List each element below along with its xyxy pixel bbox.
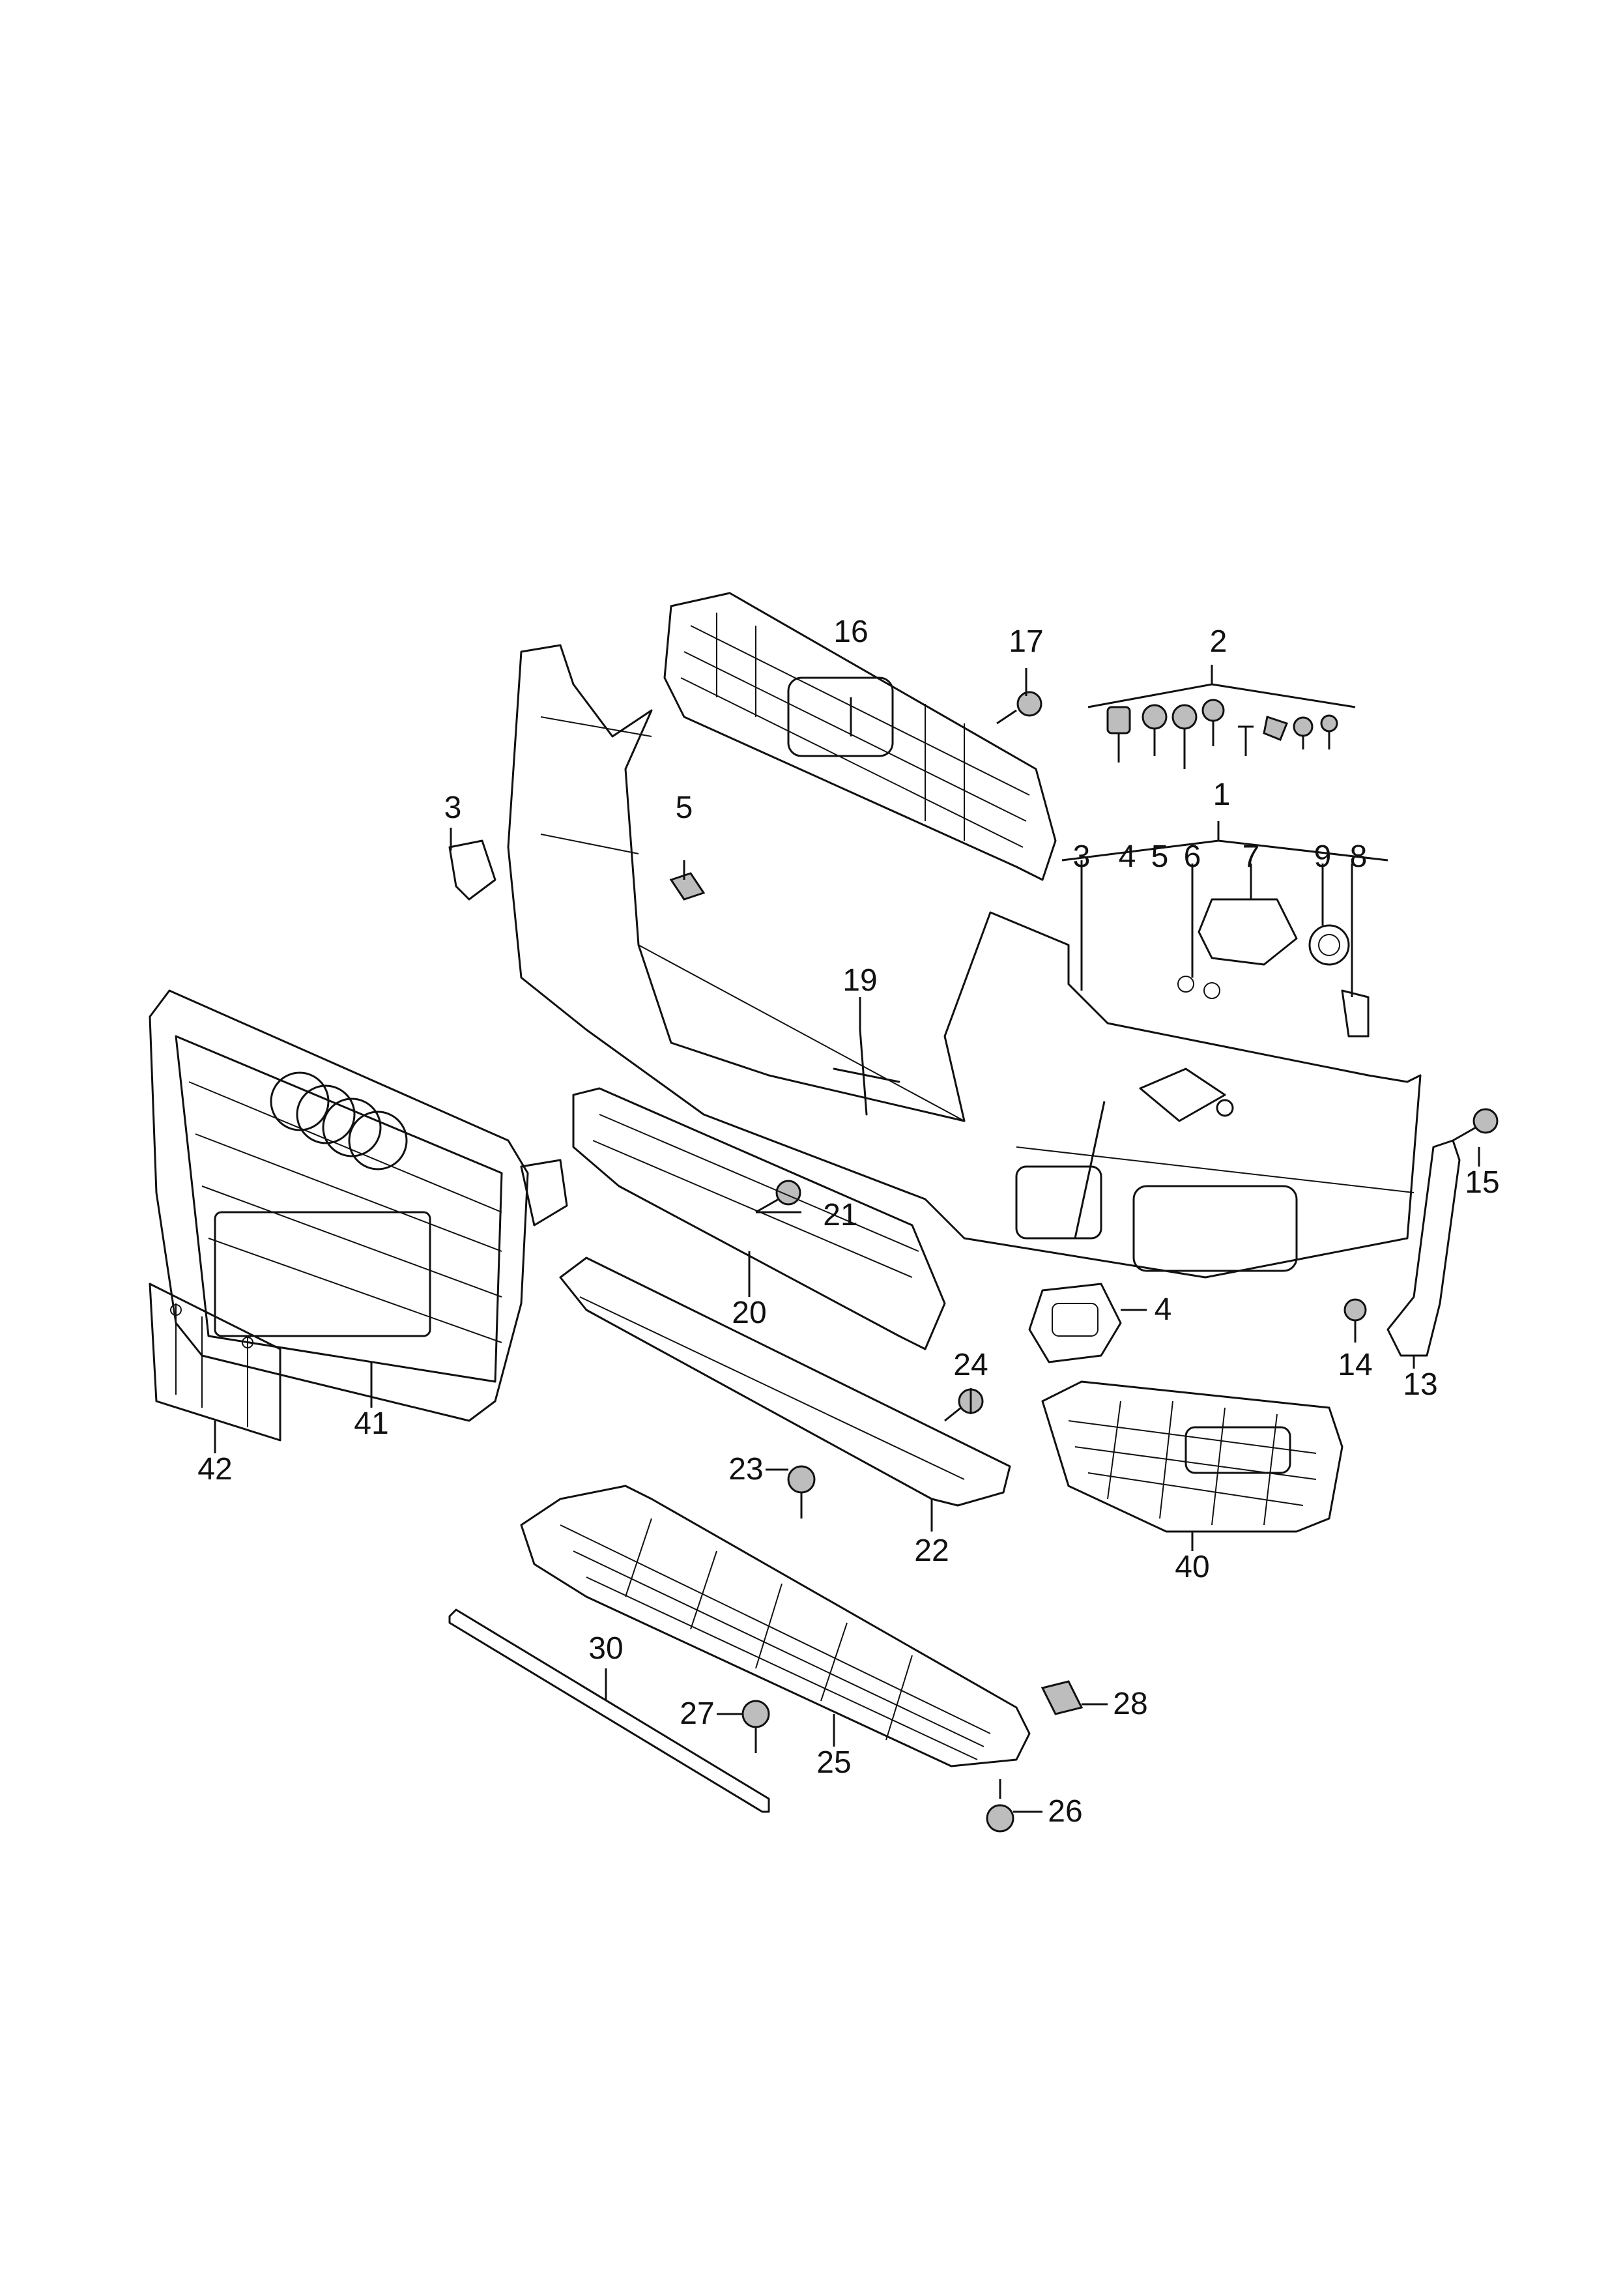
leader-lines bbox=[214, 665, 1480, 1813]
callout-3-bumper: 3 bbox=[1073, 839, 1091, 874]
holder-19-part bbox=[833, 1028, 900, 1116]
callout-6: 6 bbox=[1184, 839, 1201, 874]
springs-6-part bbox=[1177, 976, 1220, 999]
radiator-grille-41-part bbox=[149, 989, 568, 1422]
strip-30-part bbox=[448, 1608, 770, 1813]
callout-4-bumper: 4 bbox=[1119, 839, 1136, 874]
callout-41: 41 bbox=[354, 1406, 388, 1441]
callout-20: 20 bbox=[732, 1296, 766, 1330]
fastener-set-part bbox=[1106, 699, 1338, 769]
callout-21: 21 bbox=[823, 1198, 857, 1232]
callout-23: 23 bbox=[728, 1452, 763, 1487]
callout-26: 26 bbox=[1048, 1794, 1082, 1829]
callout-3: 3 bbox=[444, 791, 462, 825]
callout-labels: 2 1 3 4 5 6 7 9 8 3 5 16 17 19 4 15 14 1… bbox=[197, 615, 1499, 1829]
callout-40: 40 bbox=[1175, 1550, 1209, 1584]
callout-25: 25 bbox=[816, 1745, 851, 1780]
side-bracket-13-part bbox=[1386, 1139, 1461, 1357]
honeycomb-grille-40-part bbox=[1041, 1380, 1343, 1533]
callout-13: 13 bbox=[1403, 1367, 1437, 1402]
spoiler-22-part bbox=[559, 1257, 1011, 1507]
bracket-3-part bbox=[448, 839, 496, 901]
callout-16: 16 bbox=[833, 615, 868, 649]
cover-frame-7-part bbox=[1198, 898, 1298, 966]
callout-8: 8 bbox=[1350, 839, 1368, 874]
upper-grille-carrier-part bbox=[663, 592, 1057, 881]
cross-member-20-part bbox=[572, 1087, 946, 1350]
callout-2: 2 bbox=[1210, 624, 1228, 659]
callout-17: 17 bbox=[1009, 624, 1043, 659]
callout-28: 28 bbox=[1113, 1687, 1147, 1721]
callout-14: 14 bbox=[1338, 1348, 1372, 1382]
callout-42: 42 bbox=[197, 1452, 232, 1487]
callout-7: 7 bbox=[1242, 839, 1260, 874]
screw-15-part bbox=[1452, 1108, 1499, 1142]
sensor-9-part bbox=[1308, 924, 1350, 966]
callout-1: 1 bbox=[1213, 777, 1231, 812]
bracket-8-part bbox=[1341, 989, 1370, 1038]
callout-24: 24 bbox=[953, 1348, 988, 1382]
license-plate-holder-42-part bbox=[149, 1283, 281, 1442]
callout-27: 27 bbox=[680, 1696, 714, 1731]
clip-5-part bbox=[669, 872, 706, 901]
screw-24-part bbox=[944, 1388, 984, 1422]
screw-17-part bbox=[996, 691, 1042, 725]
clip-28-part bbox=[1041, 1680, 1084, 1715]
callout-19: 19 bbox=[842, 963, 877, 998]
underbody-cover-25-part bbox=[520, 1485, 1031, 1767]
callout-9: 9 bbox=[1314, 839, 1332, 874]
callout-4: 4 bbox=[1155, 1292, 1172, 1327]
front-bumper-part bbox=[507, 644, 1422, 1279]
screw-26-part bbox=[986, 1779, 1014, 1833]
callout-30: 30 bbox=[588, 1631, 623, 1666]
screw-21-part bbox=[755, 1180, 801, 1213]
callout-15: 15 bbox=[1465, 1165, 1499, 1200]
callout-5: 5 bbox=[676, 791, 693, 825]
cover-4-part bbox=[1028, 1283, 1122, 1363]
screw-23-part bbox=[787, 1465, 816, 1519]
screw-27-part bbox=[741, 1700, 770, 1753]
callout-5-bumper: 5 bbox=[1151, 839, 1169, 874]
callout-22: 22 bbox=[914, 1533, 949, 1568]
nut-14-part bbox=[1343, 1298, 1367, 1322]
